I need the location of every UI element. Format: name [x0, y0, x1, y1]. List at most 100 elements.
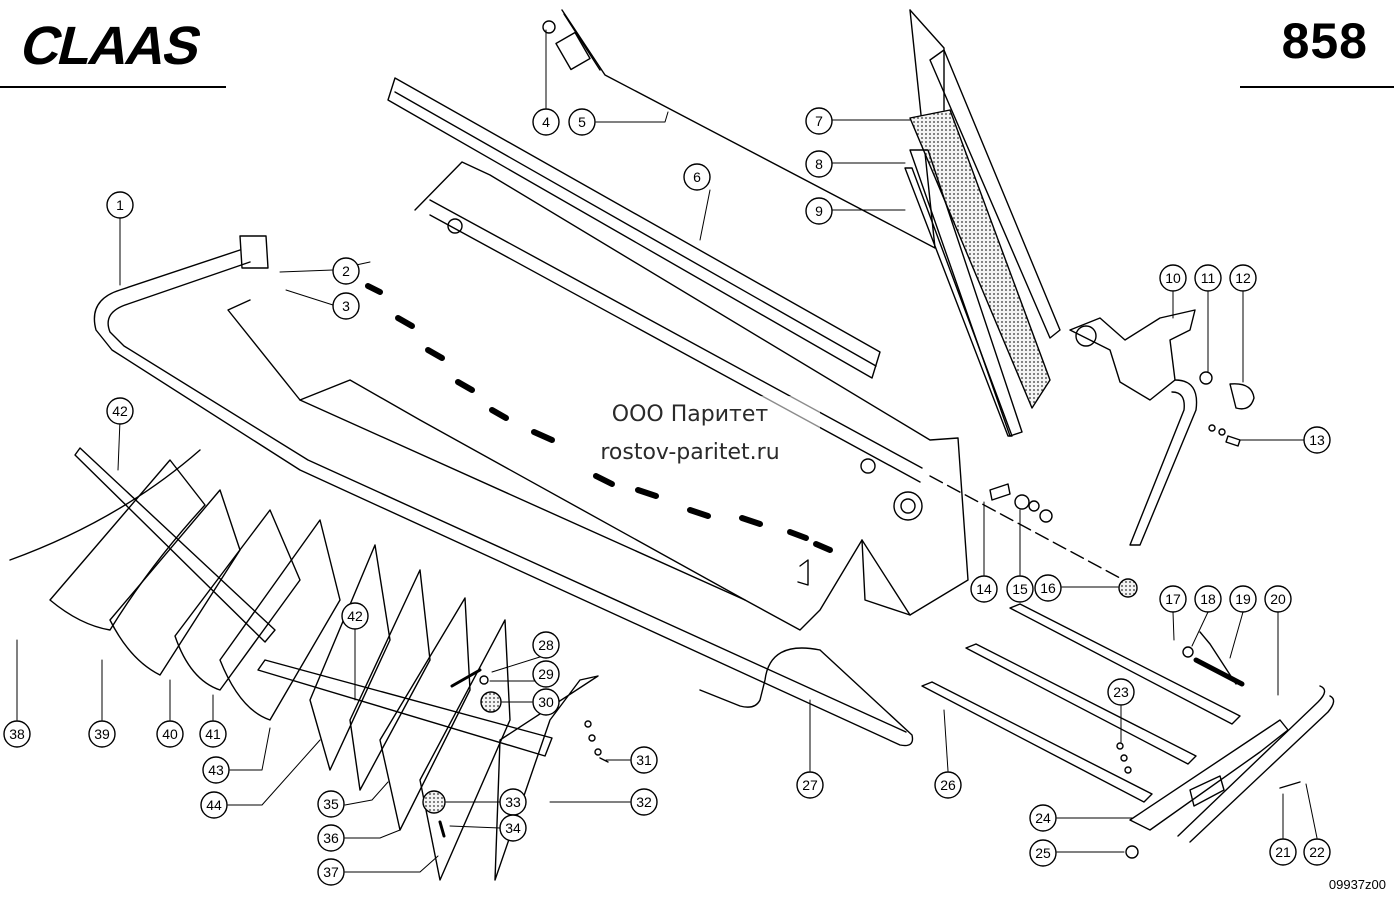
callout-label-31: 31 [636, 752, 652, 768]
blade-43 [219, 519, 341, 721]
part-16-cap [1118, 578, 1138, 598]
part-18-ring [1182, 646, 1194, 658]
ec-tag [1189, 775, 1225, 807]
callout-21: 21 [1269, 838, 1297, 866]
callout-33: 33 [499, 788, 527, 816]
header-rule-right [1240, 86, 1394, 88]
callout-14: 14 [970, 575, 998, 603]
axis-centerline [929, 475, 1121, 579]
callout-34: 34 [499, 814, 527, 842]
callout-26: 26 [934, 771, 962, 799]
callout-label-14: 14 [976, 581, 992, 597]
part-28-bolt [450, 668, 482, 688]
callout-28: 28 [532, 631, 560, 659]
callout-label-38: 38 [9, 726, 25, 742]
callout-label-36: 36 [323, 830, 339, 846]
callout-label-10: 10 [1165, 270, 1181, 286]
callout-25: 25 [1029, 839, 1057, 867]
callout-37: 37 [317, 858, 345, 886]
watermark-website: rostov-paritet.ru [600, 440, 780, 465]
panel-slots [365, 283, 833, 553]
callout-label-3: 3 [342, 298, 350, 314]
callout-label-15: 15 [1012, 581, 1028, 597]
upper-chute-outline [561, 9, 936, 249]
callout-label-44: 44 [206, 797, 222, 813]
chute-bracket [555, 31, 591, 71]
callout-label-33: 33 [505, 794, 521, 810]
callout-32: 32 [630, 788, 658, 816]
part-15-washer [1014, 494, 1030, 510]
callout-1: 1 [106, 191, 134, 219]
blade-41 [174, 509, 301, 691]
page-number: 858 [1281, 13, 1368, 69]
callout-9: 9 [805, 197, 833, 225]
callout-11: 11 [1194, 264, 1222, 292]
part-25-nut [1125, 845, 1139, 859]
callout-label-22: 22 [1309, 844, 1325, 860]
main-cover-panel [227, 161, 969, 631]
part-13-bolt [1225, 435, 1241, 447]
callout-label-1: 1 [116, 197, 124, 213]
callout-label-16: 16 [1040, 580, 1056, 596]
part-34-bolt [438, 820, 446, 838]
callout-label-32: 32 [636, 794, 652, 810]
callout-35: 35 [317, 790, 345, 818]
callout-22: 22 [1303, 838, 1331, 866]
blade-40 [109, 489, 241, 676]
callout-label-37: 37 [323, 864, 339, 880]
callout-24: 24 [1029, 804, 1057, 832]
blade-44 [309, 544, 391, 771]
callout-label-41: 41 [205, 726, 221, 742]
strip-middle [965, 643, 1197, 765]
watermark-company: ООО Паритет [611, 402, 769, 427]
callout-2: 2 [332, 257, 360, 285]
callout-label-13: 13 [1309, 432, 1325, 448]
part-10-bracket [1069, 309, 1196, 401]
callout-label-9: 9 [815, 203, 823, 219]
callout-12: 12 [1229, 264, 1257, 292]
blade-39 [49, 459, 206, 631]
callout-36: 36 [317, 824, 345, 852]
claas-logo: CLAAS [15, 16, 207, 74]
rod [1129, 379, 1198, 546]
part-14-bolt [989, 483, 1011, 501]
callout-42: 42 [341, 602, 369, 630]
callout-4: 4 [532, 108, 560, 136]
part-11-washer [1199, 371, 1213, 385]
callout-label-24: 24 [1035, 810, 1051, 826]
callout-label-26: 26 [940, 777, 956, 793]
part-22-pin [1279, 781, 1301, 789]
callout-label-11: 11 [1201, 270, 1216, 286]
part-4-nut [542, 20, 556, 34]
callout-label-7: 7 [815, 113, 823, 129]
callout-label-29: 29 [538, 666, 554, 682]
callout-label-12: 12 [1235, 270, 1251, 286]
callout-label-19: 19 [1235, 591, 1251, 607]
callout-3: 3 [332, 292, 360, 320]
part-26-strip [921, 681, 1153, 803]
callout-label-23: 23 [1113, 684, 1129, 700]
part-12-knob [1229, 383, 1255, 410]
callout-44: 44 [200, 791, 228, 819]
callout-43: 43 [202, 756, 230, 784]
callout-label-5: 5 [578, 114, 586, 130]
blade-32 [494, 675, 599, 881]
part-1-tube-frame [93, 249, 914, 747]
part-9-strip [904, 167, 1013, 437]
callout-15: 15 [1006, 575, 1034, 603]
part-24-bracket [1129, 719, 1289, 831]
callout-42: 42 [106, 397, 134, 425]
dealer-watermark: ООО Паритет rostov-paritet.ru [560, 396, 820, 472]
brand-text: CLAAS [15, 16, 207, 74]
callout-13: 13 [1303, 426, 1331, 454]
callout-38: 38 [3, 720, 31, 748]
callout-5: 5 [568, 108, 596, 136]
strip-upper [1009, 603, 1241, 725]
callout-label-40: 40 [162, 726, 178, 742]
callout-18: 18 [1194, 585, 1222, 613]
callout-27: 27 [796, 771, 824, 799]
callout-41: 41 [199, 720, 227, 748]
callout-label-43: 43 [208, 762, 224, 778]
callout-23: 23 [1107, 678, 1135, 706]
